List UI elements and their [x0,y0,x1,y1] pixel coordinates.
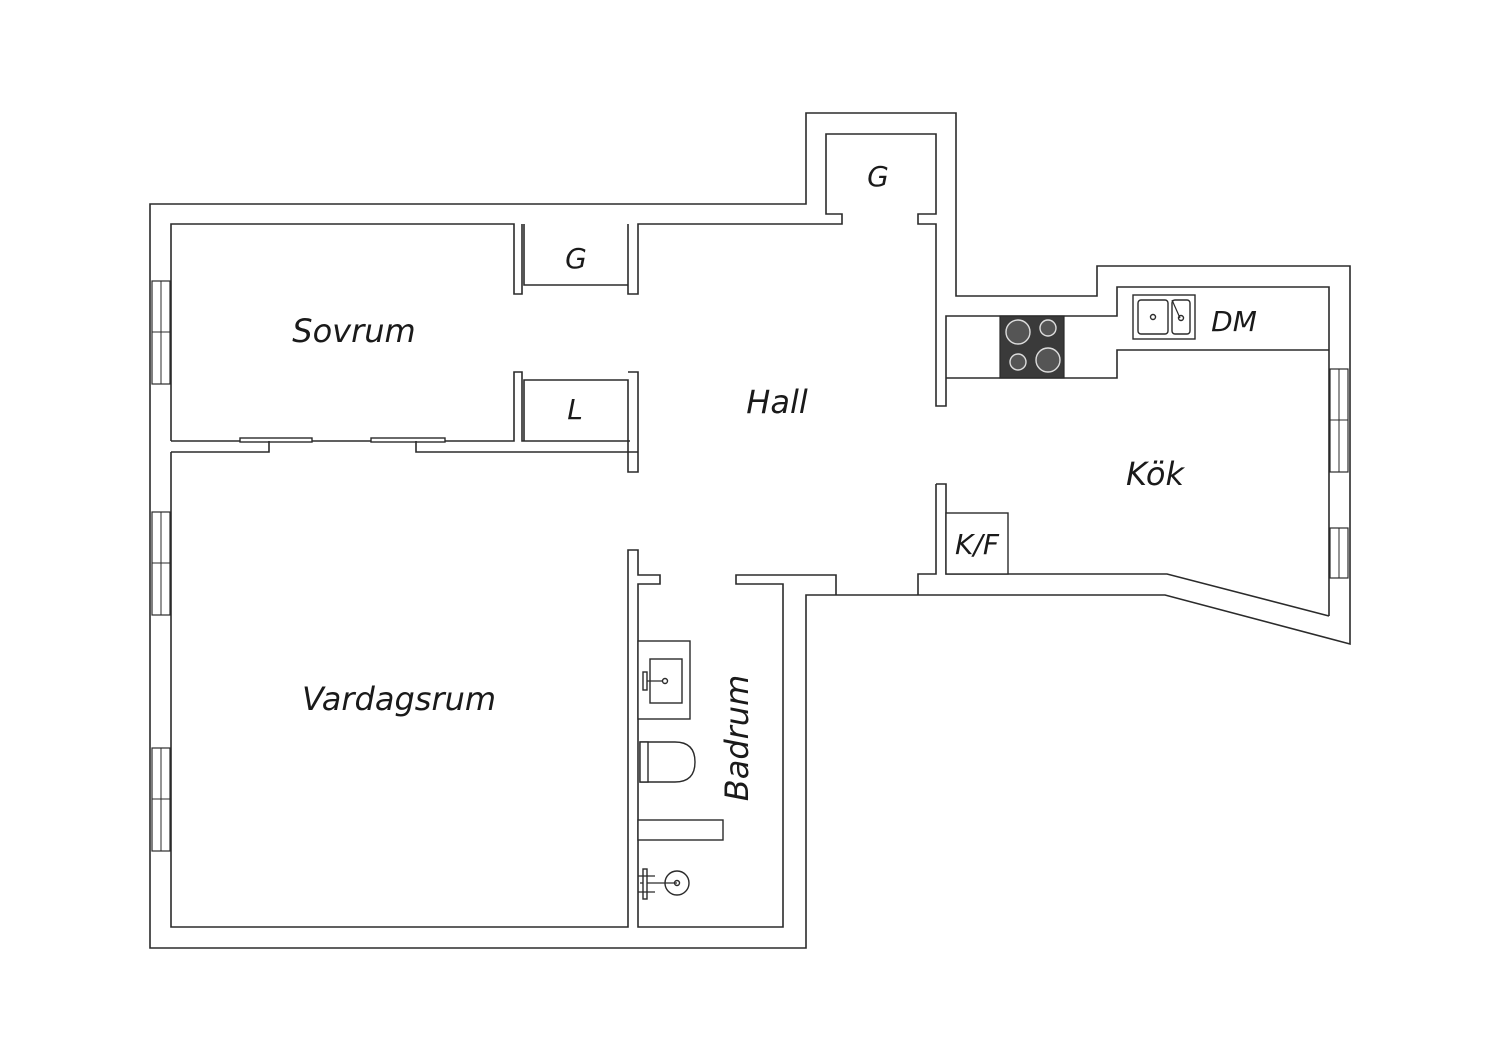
window-vardagsrum-bottom [151,747,171,852]
vardagsrum-walls [170,452,837,928]
window-kok-top [1329,368,1349,473]
stove-burner-icon [1009,353,1027,371]
sovrum-walls [170,223,630,442]
shower-icon [638,868,690,900]
appliance-label-dm: DM [1211,305,1257,338]
storage-label-g-top: G [867,160,889,193]
outer-wall [149,112,1351,949]
stove-burner-icon [1039,319,1057,337]
bathroom-sink-icon [637,640,691,720]
fridge-freezer-box [945,512,1009,575]
storage-label-l: L [567,393,583,426]
room-label-kok: Kök [1126,455,1185,493]
partition-wall [171,441,638,453]
stove-burner-icon [1005,319,1031,345]
sovrum-door-left [239,437,313,443]
window-vardagsrum-top [151,511,171,616]
closet-g-walls [523,133,1330,616]
storage-label-g-sovrum: G [565,242,587,275]
window-sovrum [151,280,171,385]
appliance-label-kf: K/F [955,528,1000,561]
room-label-hall: Hall [746,383,808,421]
window-kok-bottom [1329,527,1349,579]
sovrum-door-right [370,437,446,443]
closet-l-walls [523,371,639,473]
kitchen-sink-icon [1132,294,1196,340]
bath-bench [637,819,724,841]
room-label-sovrum: Sovrum [292,312,415,350]
room-label-vardagsrum: Vardagsrum [302,680,496,718]
stove-burner-icon [1035,347,1061,373]
toilet-icon [639,741,696,783]
room-label-badrum: Badrum [718,675,756,801]
